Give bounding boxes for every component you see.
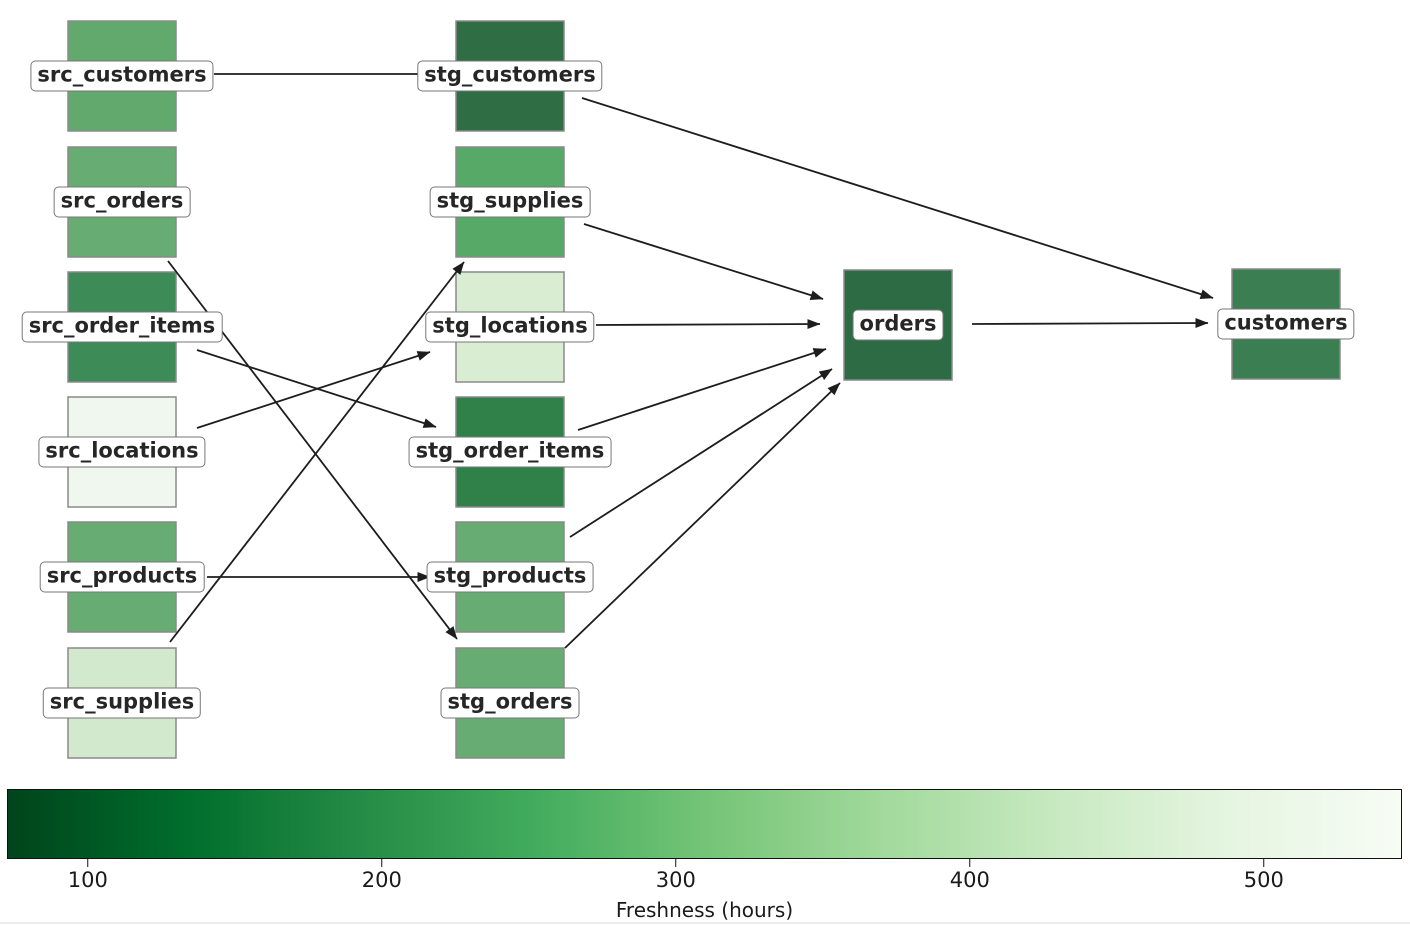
- figure-bottom-border: [0, 922, 1410, 924]
- node-label-stg_products: stg_products: [426, 561, 594, 593]
- colorbar-gradient: [7, 789, 1402, 859]
- node-label-src_locations: src_locations: [38, 436, 206, 468]
- node-label-customers: customers: [1217, 308, 1355, 340]
- node-label-stg_orders: stg_orders: [440, 687, 580, 719]
- edge-stg_products-to-orders: [569, 368, 833, 538]
- edge-stg_locations-to-orders: [595, 319, 821, 330]
- colorbar-tick-mark-500: [1263, 859, 1265, 867]
- colorbar-tick-mark-100: [87, 859, 89, 867]
- colorbar-tick-label-500: 500: [1243, 868, 1284, 892]
- colorbar-tick-mark-200: [381, 859, 383, 867]
- edge-orders-to-customers: [971, 318, 1209, 329]
- node-label-src_orders: src_orders: [53, 186, 191, 218]
- colorbar-tick-label-300: 300: [655, 868, 696, 892]
- colorbar-axis-label: Freshness (hours): [615, 898, 794, 922]
- node-label-stg_order_items: stg_order_items: [408, 436, 612, 468]
- colorbar-tick-mark-400: [969, 859, 971, 867]
- colorbar-tick-label-200: 200: [361, 868, 402, 892]
- edge-stg_order_items-to-orders: [577, 348, 827, 431]
- colorbar-tick-mark-300: [675, 859, 677, 867]
- edge-src_locations-to-stg_locations: [196, 351, 431, 429]
- node-label-stg_supplies: stg_supplies: [429, 186, 591, 218]
- node-label-src_supplies: src_supplies: [42, 687, 202, 719]
- node-label-stg_customers: stg_customers: [417, 60, 603, 92]
- node-label-stg_locations: stg_locations: [425, 311, 595, 343]
- edge-stg_customers-to-customers: [581, 97, 1214, 299]
- edge-stg_supplies-to-orders: [583, 223, 824, 301]
- colorbar-tick-label-100: 100: [67, 868, 108, 892]
- edge-stg_orders-to-orders: [564, 382, 841, 649]
- edge-src_supplies-to-stg_supplies: [169, 261, 465, 643]
- node-label-src_customers: src_customers: [30, 60, 214, 92]
- node-label-orders: orders: [852, 309, 944, 341]
- node-label-src_products: src_products: [39, 561, 205, 593]
- node-label-src_order_items: src_order_items: [21, 311, 223, 343]
- colorbar-tick-label-400: 400: [949, 868, 990, 892]
- dag-canvas: [67, 20, 1341, 759]
